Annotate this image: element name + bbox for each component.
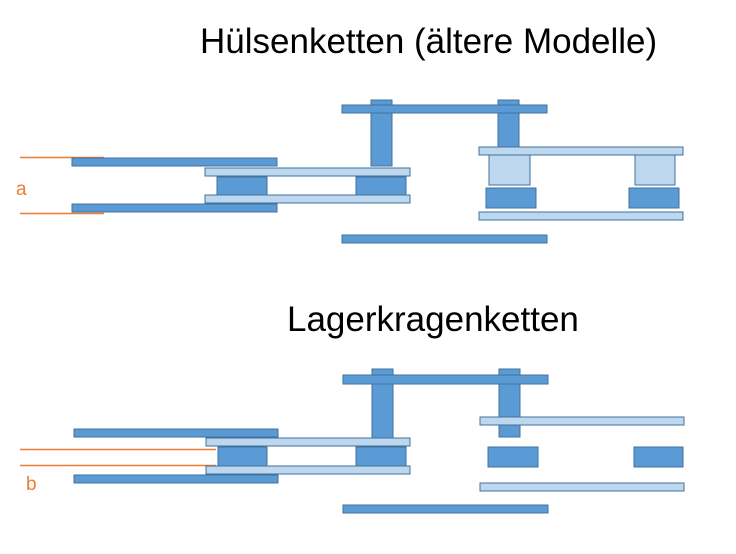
outer-plate-right-bottom [479,482,685,492]
roller-right-left [485,187,537,209]
bearing-collar-chain-drawing [20,368,685,514]
inner-link-plate-top [73,428,279,438]
outer-plate-right-top [478,146,684,156]
title-bearing-collar-chains: Lagerkragenketten [287,300,579,339]
thin-plate-bottom [204,194,411,204]
bush-light-right [634,154,676,186]
collar-plate-top [205,437,411,447]
outer-plate-right-top [479,416,685,426]
inner-link-plate-bottom [73,474,279,484]
pin-top-left [370,99,393,167]
dimension-label-a: a [16,179,27,200]
bush-chain-drawing [20,99,684,244]
collar-right [355,446,407,467]
roller-right-left [487,446,539,468]
dimension-label-b: b [26,474,37,495]
inner-link-plate-top [71,157,278,167]
bush-light-left [488,154,531,186]
outer-link-plate-bottom [341,234,548,244]
outer-link-plate-top [342,374,549,385]
title-bush-chains: Hülsenketten (ältere Modelle) [200,22,658,61]
inner-link-plate-bottom [71,203,278,213]
bush-right [355,176,407,196]
thin-plate-top [204,167,411,177]
outer-link-plate-top [341,104,548,114]
bush-left [216,176,268,196]
outer-plate-right-bottom [478,211,684,221]
roller-right-right [633,446,684,468]
collar-left [217,446,268,467]
outer-link-plate-bottom [342,504,549,514]
roller-right-right [628,187,680,209]
collar-plate-bottom [205,465,411,475]
